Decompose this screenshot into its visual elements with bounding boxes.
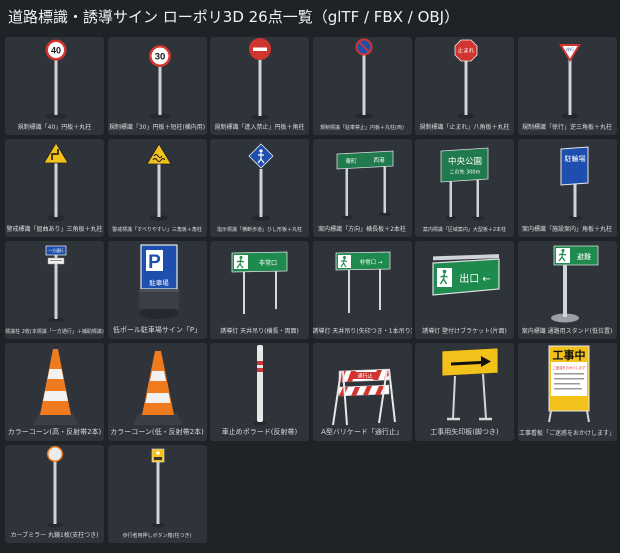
direction-sign-icon: 東町 西港	[336, 150, 393, 220]
curve-mirror-icon	[47, 446, 63, 528]
caption-no-parking: 規制標識「駐車禁止」円板＋丸柱(両)	[320, 125, 404, 131]
caption-exit-ceiling-arrow: 誘導灯 天井吊り(矢印つき・1本吊り)	[312, 328, 412, 335]
tile-construction-board[interactable]: 工事中 ご迷惑をおかけします 工事看板「ご迷惑をおかけします」	[517, 343, 617, 441]
tile-cone-low[interactable]: カラーコーン(低・反射帯2本)	[107, 343, 207, 441]
tile-curve-warning[interactable]: 警戒標識「屈曲あり」三角板＋丸柱	[5, 139, 104, 237]
tile-direction-sign[interactable]: 東町 西港 案内標識「方向」横長板＋2本柱	[312, 139, 412, 237]
exit-ceiling-arrow-icon: 非常口 →	[335, 251, 390, 313]
aisle-stand-icon: 避難	[550, 245, 598, 323]
speed-30-sign-icon: 30	[148, 45, 171, 119]
tile-slow[interactable]: 徐行 規制標識「徐行」逆三角板＋丸柱	[517, 37, 617, 135]
page-title: 道路標識・誘導サイン ローポリ3D 26点一覧（glTF / FBX / OBJ…	[8, 8, 460, 26]
speed-40-text: 40	[51, 46, 61, 56]
tile-no-parking[interactable]: 規制標識「駐車禁止」円板＋丸柱(両)	[312, 37, 412, 135]
caption-direction-sign: 案内標識「方向」横長板＋2本柱	[318, 226, 406, 233]
bollard-icon	[253, 345, 267, 426]
caption-no-entry: 規制標識「進入禁止」円板＋角柱	[214, 124, 305, 131]
area-guide-sign-icon: 中央公園 この先 300m	[440, 147, 489, 221]
caption-speed-30: 規制標識「30」円板＋短柱(横内用)	[108, 124, 206, 131]
tile-exit-ceiling-double[interactable]: 非常口 誘導灯 天井吊り(横長・両面)	[210, 241, 309, 339]
tile-curve-mirror[interactable]: カーブミラー 丸鏡1枚(支柱つき)	[5, 445, 104, 543]
tile-exit-wall-bracket[interactable]: 出口 ← 誘導灯 壁付けブラケット(片面)	[415, 241, 514, 339]
a-barricade-icon: 通行止	[331, 368, 396, 426]
speed-40-sign-icon: 40	[45, 39, 67, 119]
tile-bollard[interactable]: 車止めポラード(反射帯)	[210, 343, 309, 441]
speed-30-text: 30	[154, 52, 165, 63]
caption-a-barricade: A型バリケード「通行止」	[321, 428, 403, 436]
slow-sign-text: 徐行	[566, 46, 574, 52]
tile-exit-ceiling-arrow[interactable]: 非常口 → 誘導灯 天井吊り(矢印つき・1本吊り)	[312, 241, 412, 339]
caption-cone-high: カラーコーン(高・反射帯2本)	[7, 428, 102, 436]
caption-facility-guide: 案内標識「施設案内」角板＋丸柱	[521, 226, 612, 233]
parking-sign-icon: P 駐車場	[138, 244, 179, 319]
stop-sign-text: 止まれ	[458, 47, 475, 55]
no-parking-sign-icon	[354, 38, 373, 119]
tile-stop[interactable]: 止まれ 規制標識「止まれ」八角板＋丸柱	[415, 37, 514, 135]
caption-cone-low: カラーコーン(低・反射帯2本)	[110, 428, 204, 436]
caption-arrow-board: 工事用矢印板(脚つき)	[430, 428, 499, 436]
curve-warning-sign-icon	[43, 142, 69, 221]
caption-stop: 規制標識「止まれ」八角板＋丸柱	[419, 124, 510, 131]
tile-a-barricade[interactable]: 通行止 A型バリケード「通行止」	[312, 343, 412, 441]
slippery-warning-sign-icon	[145, 143, 172, 221]
caption-crosswalk: 指示標識「横断歩道」ひし形板＋丸柱	[216, 227, 302, 233]
arrow-board-icon	[441, 347, 499, 421]
caption-push-button-box: 歩行者用押しボタン箱(柱つき)	[122, 533, 192, 539]
tile-speed-40[interactable]: 40 規制標識「40」円板＋丸柱	[5, 37, 104, 135]
area-guide-line2: この先 300m	[449, 169, 480, 176]
construction-board-icon: 工事中 ご迷惑をおかけします	[547, 345, 590, 423]
traffic-cone-low-icon	[132, 351, 183, 425]
tile-cone-high[interactable]: カラーコーン(高・反射帯2本)	[5, 343, 104, 441]
caption-curve-mirror: カーブミラー 丸鏡1枚(支柱つき)	[10, 532, 99, 539]
traffic-cone-high-icon	[33, 349, 79, 425]
tile-speed-30[interactable]: 30 規制標識「30」円板＋短柱(横内用)	[107, 37, 207, 135]
push-button-box-icon	[150, 448, 165, 528]
aisle-stand-text: 避難	[577, 252, 591, 261]
construction-title-text: 工事中	[552, 348, 585, 362]
caption-construction-board: 工事看板「ご迷惑をおかけします」	[518, 430, 615, 437]
crosswalk-sign-icon	[248, 143, 274, 221]
caption-slippery-warning: 警戒標識「すべりやすい」三角板＋角柱	[112, 227, 202, 233]
slow-sign-icon: 徐行	[558, 44, 581, 119]
tile-facility-guide[interactable]: 駐輪場 案内標識「施設案内」角板＋丸柱	[517, 139, 617, 237]
one-way-text: 一方通行	[48, 248, 63, 253]
stop-sign-icon: 止まれ	[454, 39, 478, 119]
parking-p-text: P	[148, 252, 161, 273]
tile-aisle-stand[interactable]: 避難 案内標識 通路用スタンド(低位置)	[517, 241, 617, 339]
caption-slow: 規制標識「徐行」逆三角板＋丸柱	[521, 124, 612, 131]
exit-arrow-text: 非常口 →	[359, 258, 382, 266]
parking-label-text: 駐車場	[149, 278, 169, 287]
tile-no-entry[interactable]: 規制標識「進入禁止」円板＋角柱	[210, 37, 309, 135]
tile-crosswalk[interactable]: 指示標識「横断歩道」ひし形板＋丸柱	[210, 139, 309, 237]
exit-ceiling-double-icon: 非常口	[231, 251, 288, 314]
facility-guide-text: 駐輪場	[564, 154, 585, 163]
direction-right-text: 西港	[373, 156, 385, 164]
tile-push-button-box[interactable]: 歩行者用押しボタン箱(柱つき)	[107, 445, 207, 543]
area-guide-line1: 中央公園	[448, 156, 482, 167]
caption-parking-p: 低ポール駐車場サイン「P」	[112, 326, 202, 334]
direction-left-text: 東町	[345, 157, 357, 165]
exit-wall-text: 出口 ←	[459, 272, 491, 285]
tile-parking-p[interactable]: P 駐車場 低ポール駐車場サイン「P」	[107, 241, 207, 339]
model-grid: 40 規制標識「40」円板＋丸柱 30 規制標識「30」円板＋短柱(横内用) 規…	[5, 37, 617, 543]
caption-exit-wall-bracket: 誘導灯 壁付けブラケット(片面)	[422, 328, 507, 335]
tile-arrow-board[interactable]: 工事用矢印板(脚つき)	[415, 343, 514, 441]
caption-bollard: 車止めポラード(反射帯)	[221, 428, 298, 436]
tile-slippery-warning[interactable]: 警戒標識「すべりやすい」三角板＋角柱	[107, 139, 207, 237]
caption-aisle-stand: 案内標識 通路用スタンド(低位置)	[521, 328, 613, 335]
caption-area-guide: 案内標識「区域案内」大型板＋2本柱	[422, 227, 507, 233]
construction-body-text: ご迷惑をおかけします	[552, 365, 586, 370]
tile-one-way-pole[interactable]: 一方通行 標識柱 2枚(本標識「一方通行」＋補助標識)	[5, 241, 104, 339]
caption-exit-ceiling-double: 誘導灯 天井吊り(横長・両面)	[220, 328, 299, 335]
caption-one-way-pole: 標識柱 2枚(本標識「一方通行」＋補助標識)	[5, 329, 104, 335]
exit-double-text: 非常口	[259, 259, 277, 267]
caption-curve-warning: 警戒標識「屈曲あり」三角板＋丸柱	[6, 226, 103, 233]
exit-wall-bracket-icon: 出口 ←	[432, 254, 500, 296]
caption-speed-40: 規制標識「40」円板＋丸柱	[17, 124, 92, 131]
barricade-text: 通行止	[357, 373, 372, 380]
one-way-sign-icon: 一方通行	[45, 245, 67, 323]
no-entry-sign-icon	[249, 38, 271, 120]
tile-area-guide[interactable]: 中央公園 この先 300m 案内標識「区域案内」大型板＋2本柱	[415, 139, 514, 237]
facility-guide-sign-icon: 駐輪場	[560, 146, 588, 221]
